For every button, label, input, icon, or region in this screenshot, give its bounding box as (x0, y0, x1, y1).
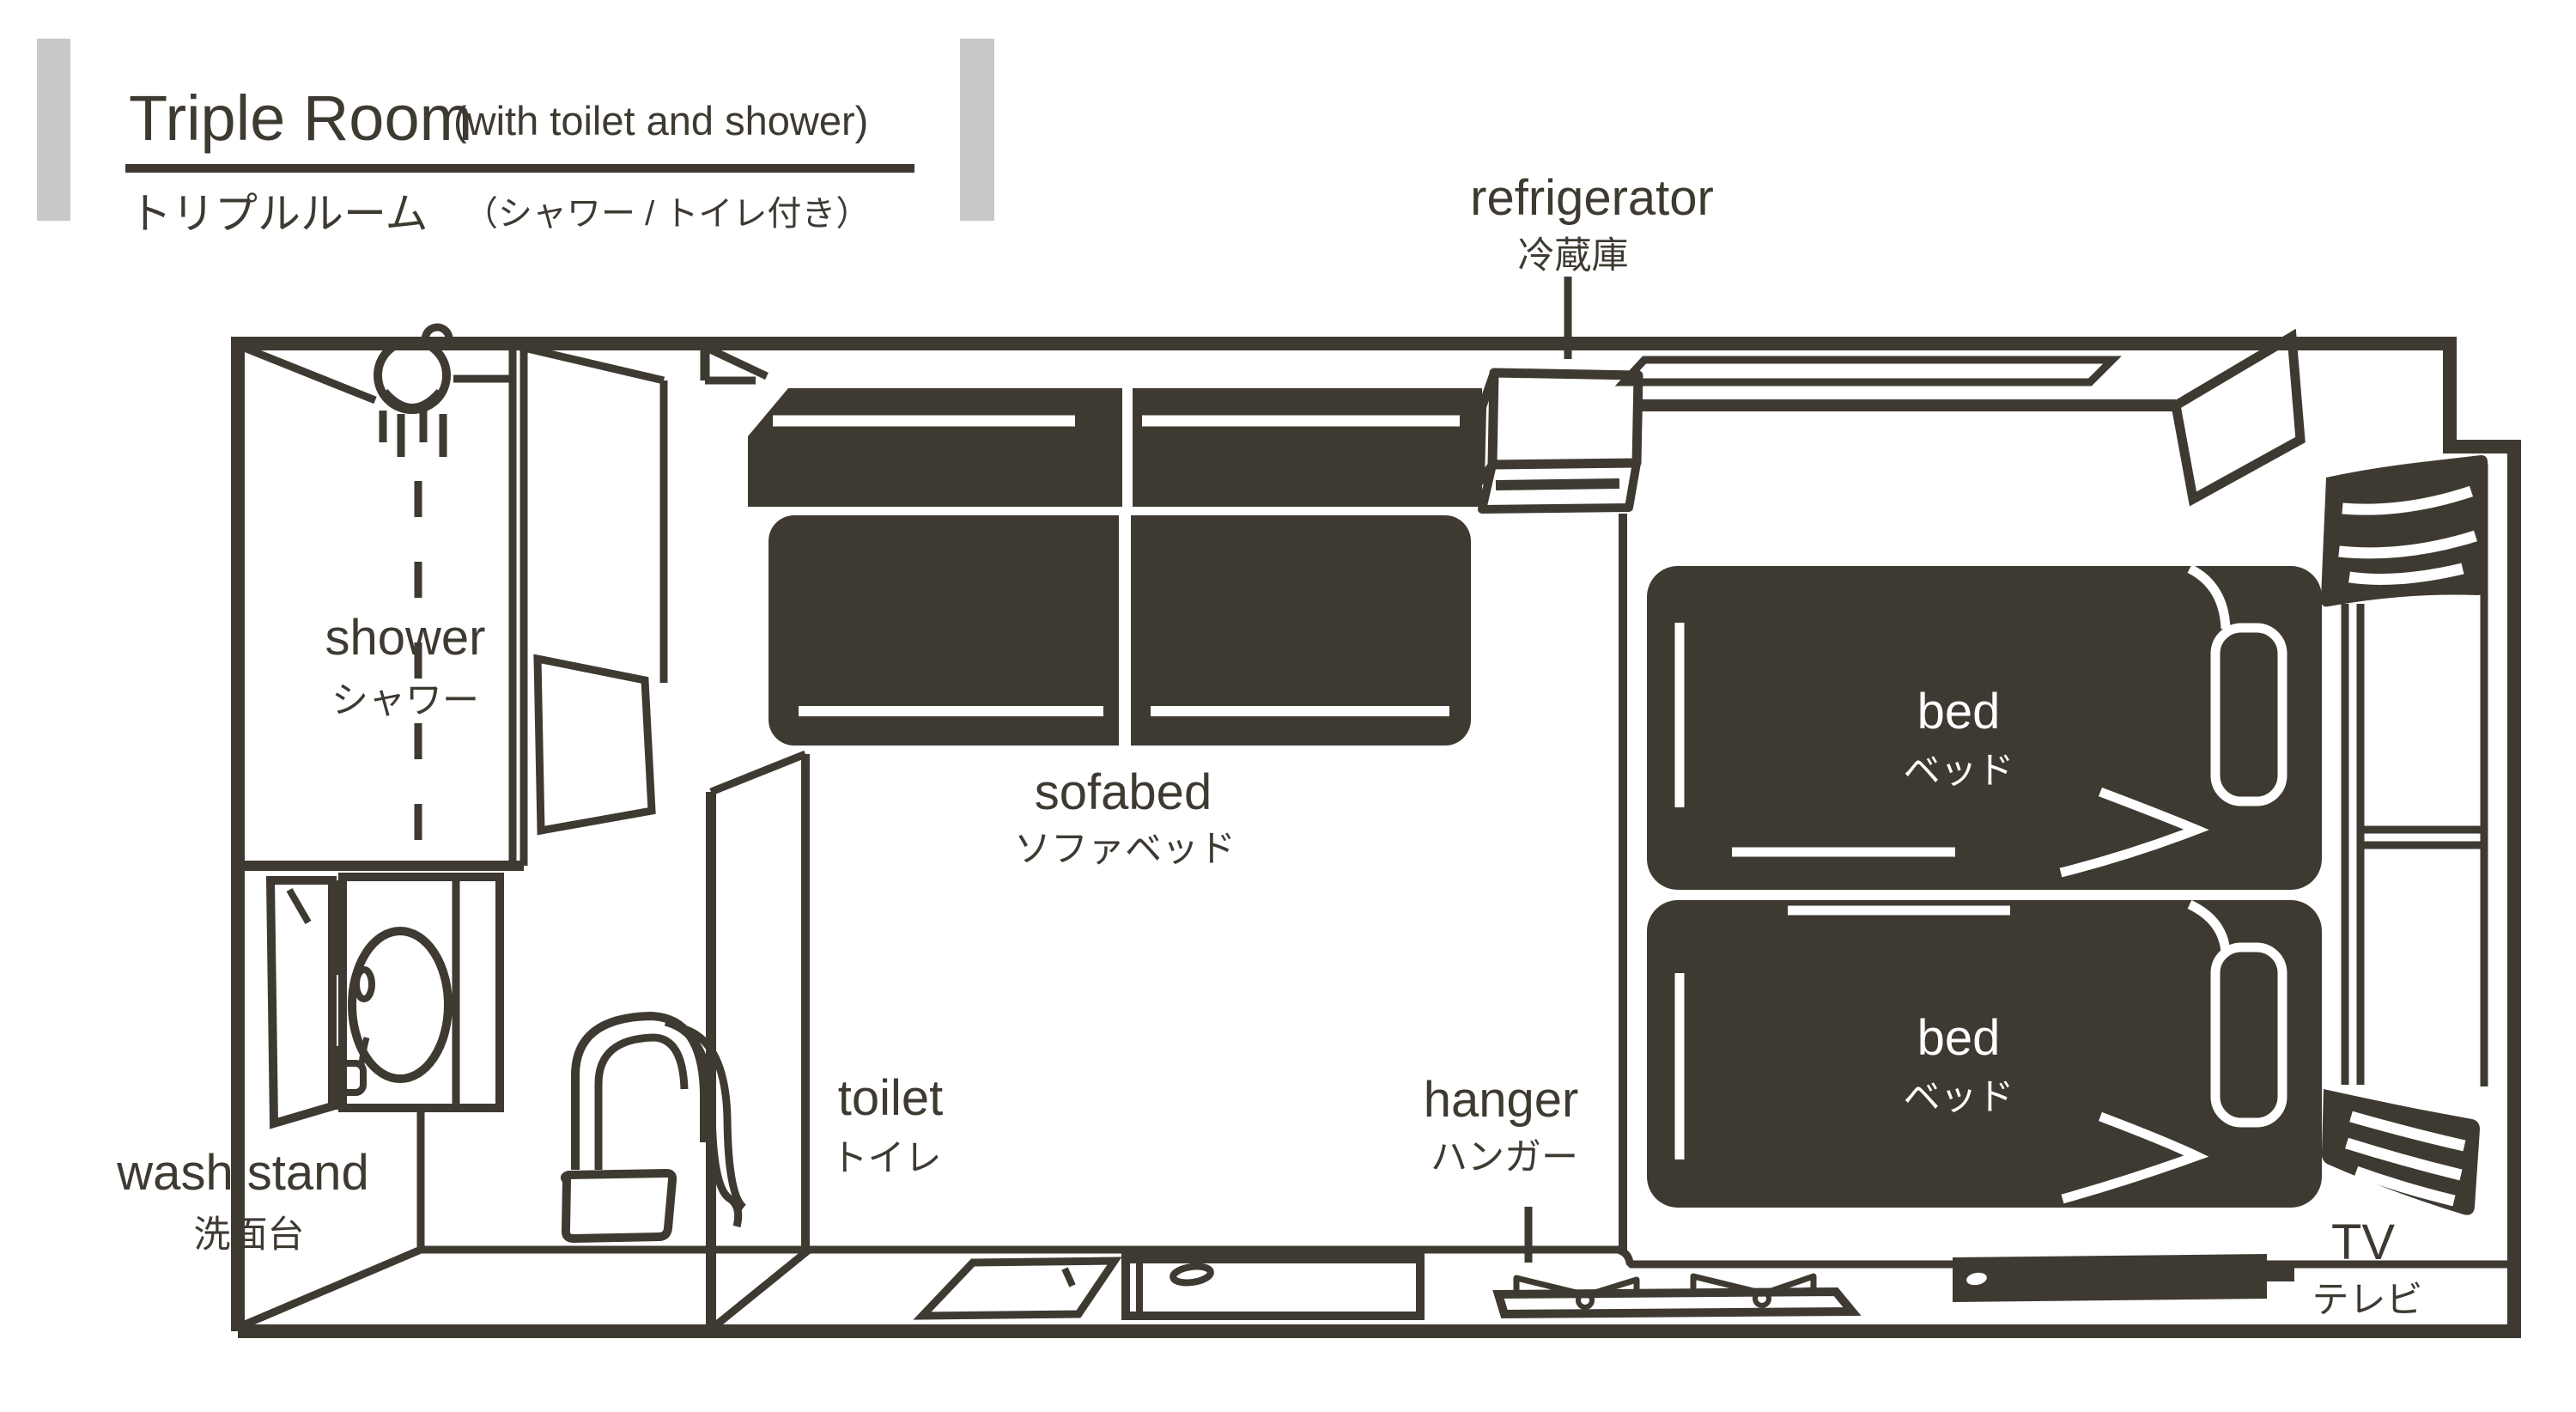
toilet-bowl-inner (594, 1033, 689, 1170)
bed-2-body (1647, 900, 2322, 1208)
tv-stand-dot (1966, 1272, 1987, 1286)
label-toilet: toilet (838, 1070, 944, 1126)
label-refrigerator-jp: 冷蔵庫 (1518, 235, 1629, 277)
right-accent-bar (960, 39, 994, 221)
mirror-panel (533, 654, 656, 836)
outer-wall (231, 337, 2521, 1338)
label-wash-stand: wash stand (116, 1145, 368, 1201)
entry-door-panel (1121, 1248, 1425, 1320)
sofabed (748, 388, 1482, 746)
refrigerator-front (1487, 368, 1643, 470)
basin (348, 927, 453, 1083)
washstand-cabinet (338, 873, 504, 1112)
faucet (353, 966, 375, 1002)
header: Triple Room (with toilet and shower) トリプ… (37, 39, 994, 238)
label-shower: shower (325, 610, 486, 666)
page-title-jp: トリプルルーム (129, 190, 428, 238)
label-sofabed: sofabed (1035, 764, 1212, 820)
label-shower-jp: シャワー (331, 680, 479, 721)
shower-head-icon (374, 323, 453, 869)
door-handle (1170, 1263, 1214, 1287)
toilet-partition-diagonal (710, 1247, 811, 1331)
curtain-top (2320, 455, 2488, 607)
label-bed-2-jp: ベッド (1904, 1077, 2014, 1118)
walls (231, 337, 2521, 1338)
bed-2-blanket-fold (2061, 1111, 2209, 1204)
label-sofabed-jp: ソファベッド (1014, 829, 1236, 870)
bed-2-pillow-curl (2187, 900, 2231, 954)
top-left-corner-diagonal (240, 343, 377, 405)
bed-1-pillow (2210, 623, 2287, 806)
toilet-partition-top (709, 750, 807, 796)
toilet-base (560, 1169, 677, 1243)
toilet-lid-line-2 (683, 1025, 747, 1211)
overhead-cabinet (1614, 328, 2306, 507)
room-labels: shower シャワー wash stand 洗面台 toilet トイレ so… (116, 170, 2422, 1321)
bed-1-blanket-fold (2059, 787, 2209, 878)
label-toilet-jp: トイレ (831, 1138, 942, 1179)
label-tv: TV (2331, 1214, 2395, 1270)
tv (1953, 1254, 2294, 1302)
bed-1-pillow-curl (2187, 564, 2231, 630)
partition-stub-diagonal (705, 344, 769, 380)
entry-area (913, 1248, 1425, 1320)
hanger-rack (1492, 1207, 1862, 1319)
curtain-bottom (2321, 1089, 2480, 1215)
inner-floor-line (421, 1245, 2514, 1269)
cabinet-vent (1614, 356, 2122, 386)
entry-mat-tick (1061, 1267, 1076, 1287)
page-title: Triple Room (129, 82, 472, 154)
refrigerator (1476, 277, 1643, 514)
label-hanger-jp: ハンガー (1431, 1137, 1578, 1178)
refrigerator-bottom (1478, 459, 1641, 514)
page-title-suffix: (with toilet and shower) (453, 98, 868, 143)
refrigerator-handle-line (1495, 478, 1620, 490)
sofa-back (748, 388, 1482, 507)
label-tv-jp: テレビ (2312, 1280, 2423, 1321)
bed-2 (1647, 900, 2322, 1208)
hanger-1-pivot (1576, 1291, 1595, 1310)
label-refrigerator: refrigerator (1470, 170, 1714, 226)
cabinet-side-face (2170, 328, 2306, 507)
bed-2-pillow (2210, 942, 2287, 1128)
hanger-2-left-wing (1690, 1273, 1767, 1297)
tv-bar (1953, 1254, 2267, 1302)
hanger-2-pivot (1753, 1289, 1771, 1308)
tv-tab (2267, 1264, 2294, 1281)
mirror-reflection-tick (286, 887, 312, 925)
entry-mat (913, 1257, 1122, 1320)
floor-corner-diagonal-left (241, 1245, 422, 1330)
label-bed-1-jp: ベッド (1904, 751, 2014, 792)
label-hanger: hanger (1424, 1072, 1579, 1128)
bed-1 (1647, 564, 2322, 890)
toilet-lid-line-1 (664, 1018, 743, 1228)
page-title-jp-suffix: （シャワー / トイレ付き） (464, 195, 870, 233)
wash-stand (265, 873, 504, 1129)
left-accent-bar (37, 39, 70, 221)
closet-diagonal (519, 343, 665, 385)
label-wash-stand-jp: 洗面台 (194, 1214, 305, 1256)
hanger-2-right-wing (1760, 1273, 1817, 1297)
toilet (560, 1011, 747, 1243)
label-bed-2: bed (1917, 1010, 2001, 1066)
soap-tray (333, 1060, 367, 1096)
label-bed-1: bed (1917, 684, 2001, 739)
hanger-1-right-wing (1583, 1276, 1640, 1299)
hanger-1-left-wing (1513, 1275, 1590, 1299)
